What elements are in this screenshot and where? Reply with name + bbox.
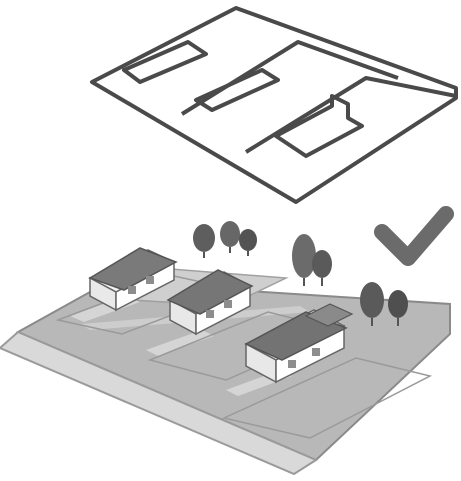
tree-4 — [292, 234, 316, 278]
checkmark-icon — [382, 214, 446, 258]
site-plan-boundary — [92, 8, 456, 202]
neighbourhood-diagram — [0, 221, 450, 474]
tree-3 — [239, 229, 257, 251]
tree-2 — [220, 221, 240, 247]
building-footprint-1 — [124, 42, 206, 82]
tree-5 — [312, 250, 332, 278]
plot-divider-2 — [246, 78, 456, 152]
tree-7 — [388, 290, 408, 318]
tree-6 — [360, 282, 384, 318]
building-footprint-2 — [196, 70, 278, 110]
tree-1 — [193, 224, 215, 252]
site-plan-outline — [92, 8, 456, 202]
